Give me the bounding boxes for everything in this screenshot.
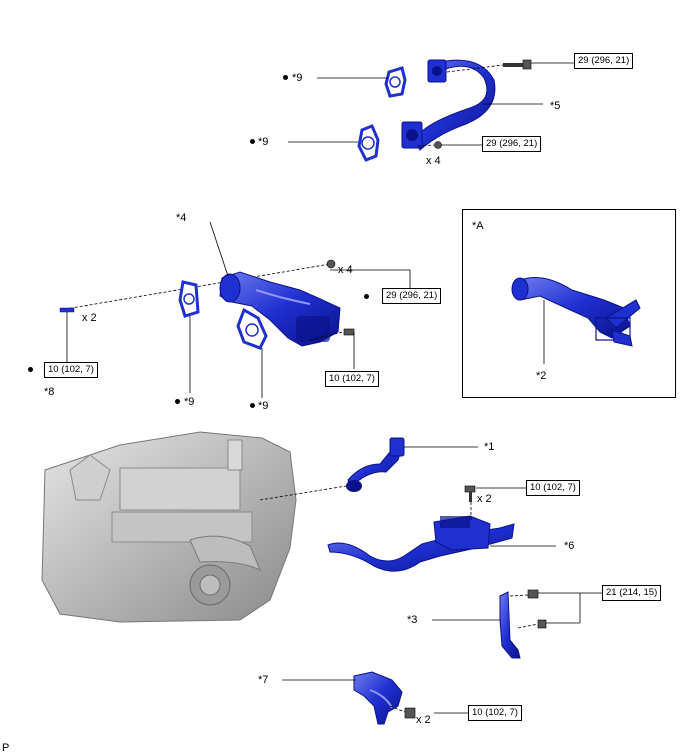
manifold-converter-4 (219, 271, 341, 347)
part-label-1: *1 (484, 441, 495, 453)
bolt-8 (59, 307, 75, 313)
torque-box-10-middle: 10 (102, 7) (325, 371, 379, 387)
pipe-bracket-6 (327, 515, 515, 572)
bolt-7 (404, 707, 416, 719)
quantity-x2-bolt-6: x 2 (477, 493, 492, 505)
inset-assembly-2 (511, 277, 641, 347)
part-label-2: *2 (536, 370, 547, 382)
bolt-middle-lower (343, 328, 355, 336)
gasket-9-middle-right (236, 307, 268, 350)
part-label-9-middle-right: *9 (258, 400, 269, 412)
part-label-9-middle-left: *9 (184, 396, 195, 408)
quantity-x2-bolt-7: x 2 (416, 714, 431, 726)
gasket-9-lower (357, 124, 380, 162)
gasket-9-middle-left (178, 280, 200, 318)
engine-block (41, 431, 297, 623)
marker-dot (364, 294, 369, 299)
quantity-x4-middle: x 4 (338, 264, 353, 276)
part-label-9-top: *9 (292, 72, 303, 84)
marker-dot (250, 139, 255, 144)
torque-box-29-middle: 29 (296, 21) (382, 288, 442, 304)
nut-upper (434, 141, 442, 149)
nut-middle (326, 259, 336, 269)
exhaust-pipe-5 (401, 59, 496, 151)
part-label-8: *8 (44, 386, 55, 398)
part-label-a: *A (472, 220, 484, 232)
bolt-upper (503, 59, 532, 70)
sensor-bracket-7 (353, 671, 403, 725)
part-label-9-second: *9 (258, 136, 269, 148)
part-label-6: *6 (564, 540, 575, 552)
sensor-harness-1 (346, 437, 405, 492)
bolt-3-upper (527, 589, 539, 599)
marker-dot (283, 75, 288, 80)
marker-dot (175, 399, 180, 404)
torque-box-10-bolt-8: 10 (102, 7) (44, 362, 98, 378)
torque-box-29-second: 29 (296, 21) (482, 136, 542, 152)
bracket-3 (499, 591, 521, 659)
torque-box-10-bolt-6: 10 (102, 7) (526, 480, 580, 496)
footer-label: P (2, 742, 10, 754)
torque-box-29-top: 29 (296, 21) (574, 53, 634, 69)
torque-box-21: 21 (214, 15) (602, 585, 662, 601)
marker-dot (250, 403, 255, 408)
quantity-x4-top: x 4 (426, 155, 441, 167)
bolt-3-lower (537, 619, 547, 629)
part-label-3: *3 (407, 614, 418, 626)
gasket-9-upper (384, 66, 407, 98)
part-label-5: *5 (550, 100, 561, 112)
bolt-6 (464, 485, 476, 502)
marker-dot (28, 367, 33, 372)
torque-box-10-bolt-7: 10 (102, 7) (468, 705, 522, 721)
inset-frame-a (462, 209, 676, 398)
quantity-x2-bolt-8: x 2 (82, 312, 97, 324)
part-label-7: *7 (258, 674, 269, 686)
part-label-4: *4 (176, 212, 187, 224)
